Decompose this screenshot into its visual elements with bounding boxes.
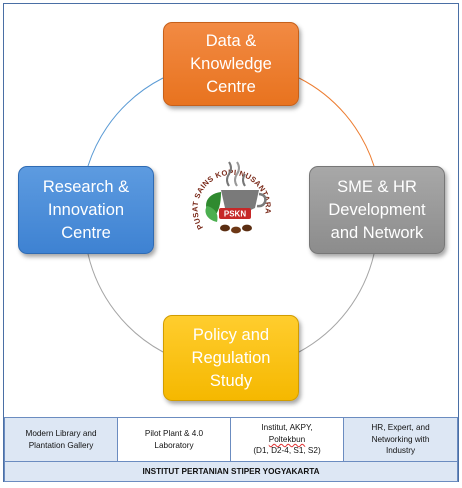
institutions-line-1: Institut, AKPY,: [261, 423, 313, 433]
table-cell-hr-networking: HR, Expert, and Networking with Industry: [343, 417, 458, 462]
table-cell-pilot-plant: Pilot Plant & 4.0 Laboratory: [117, 417, 231, 462]
coffee-cup-icon: [221, 161, 267, 212]
ring-arc-bottom-left: [87, 253, 164, 353]
data-knowledge-centre-box: Data & Knowledge Centre: [163, 22, 299, 106]
table-cell-library: Modern Library and Plantation Gallery: [4, 417, 118, 462]
institution-footer: INSTITUT PERTANIAN STIPER YOGYAKARTA: [4, 461, 458, 482]
policy-regulation-study-box: Policy and Regulation Study: [163, 315, 299, 401]
institutions-line-3: (D1, D2-4, S1, S2): [253, 446, 321, 456]
coffee-leaf-icon: [205, 192, 221, 222]
pskn-badge-text: PSKN: [224, 210, 246, 219]
research-innovation-centre-box: Research & Innovation Centre: [18, 166, 154, 254]
facilities-table: Modern Library and Plantation Gallery Pi…: [4, 417, 458, 482]
table-cell-institutions: Institut, AKPY, Poltekbun (D1, D2-4, S1,…: [230, 417, 344, 462]
pskn-logo: PUSAT SAINS KOPI NUSANTARA PSKN: [191, 161, 272, 234]
coffee-beans-icon: [220, 224, 252, 234]
sme-hr-development-box: SME & HR Development and Network: [309, 166, 445, 254]
pskn-badge: [219, 208, 251, 219]
ring-arc-bottom-right: [298, 253, 375, 353]
institutions-line-2: Poltekbun: [268, 434, 306, 444]
ring-arc-top-left: [87, 77, 164, 167]
ring-arc-top-right: [298, 77, 375, 167]
